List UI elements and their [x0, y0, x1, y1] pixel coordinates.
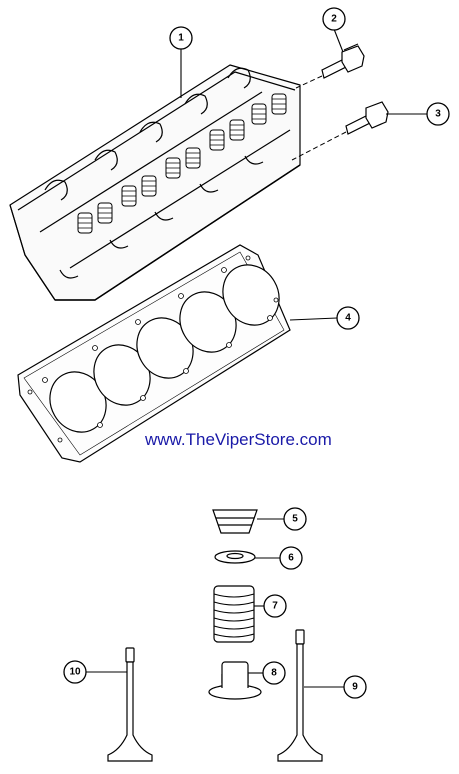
- callout-10: 10: [63, 660, 87, 684]
- bore-5: [222, 264, 280, 326]
- svg-text:6: 6: [288, 553, 294, 564]
- callout-bubbles: 1 2 3 4 5 6 7 8 9 10: [63, 7, 450, 699]
- valve-spring-drawing: [213, 585, 255, 643]
- head-bolt-short-drawing: [321, 43, 365, 79]
- leader-4: [289, 317, 338, 321]
- bolt-3-dashed-line: [291, 131, 347, 161]
- head-bolt-long-drawing: [345, 101, 389, 135]
- svg-text:5: 5: [292, 514, 298, 525]
- leader-2: [333, 28, 344, 53]
- svg-text:7: 7: [272, 601, 278, 612]
- svg-text:3: 3: [435, 109, 441, 120]
- gasket-bolt-holes: [27, 255, 279, 443]
- valve-spring-coils: [213, 593, 255, 638]
- valve-seal-drawing: [208, 661, 262, 700]
- bolt-2-dashed-line: [295, 75, 323, 89]
- svg-text:2: 2: [331, 14, 337, 25]
- svg-text:4: 4: [345, 313, 351, 324]
- callout-6: 6: [279, 546, 303, 570]
- valve-spring-retainer-drawing: [212, 509, 258, 534]
- svg-text:8: 8: [271, 668, 277, 679]
- exhaust-valve-drawing: [277, 629, 323, 762]
- callout-4: 4: [336, 306, 360, 330]
- svg-text:10: 10: [69, 667, 81, 678]
- svg-text:9: 9: [352, 682, 358, 693]
- spring-coil-lines: [78, 98, 286, 229]
- gasket-cylinder-bores: [49, 264, 280, 433]
- callout-3: 3: [426, 102, 450, 126]
- callout-8: 8: [262, 661, 286, 685]
- callout-1: 1: [169, 26, 193, 50]
- callout-9: 9: [343, 675, 367, 699]
- intake-valve-drawing: [107, 647, 153, 762]
- svg-text:1: 1: [178, 33, 184, 44]
- store-watermark-text: www.TheViperStore.com: [145, 430, 332, 449]
- callout-2: 2: [322, 7, 346, 31]
- callout-5: 5: [283, 507, 307, 531]
- valve-stem-seal-cap-drawing: [214, 550, 256, 564]
- callout-7: 7: [263, 594, 287, 618]
- callout-leaders: [86, 28, 427, 688]
